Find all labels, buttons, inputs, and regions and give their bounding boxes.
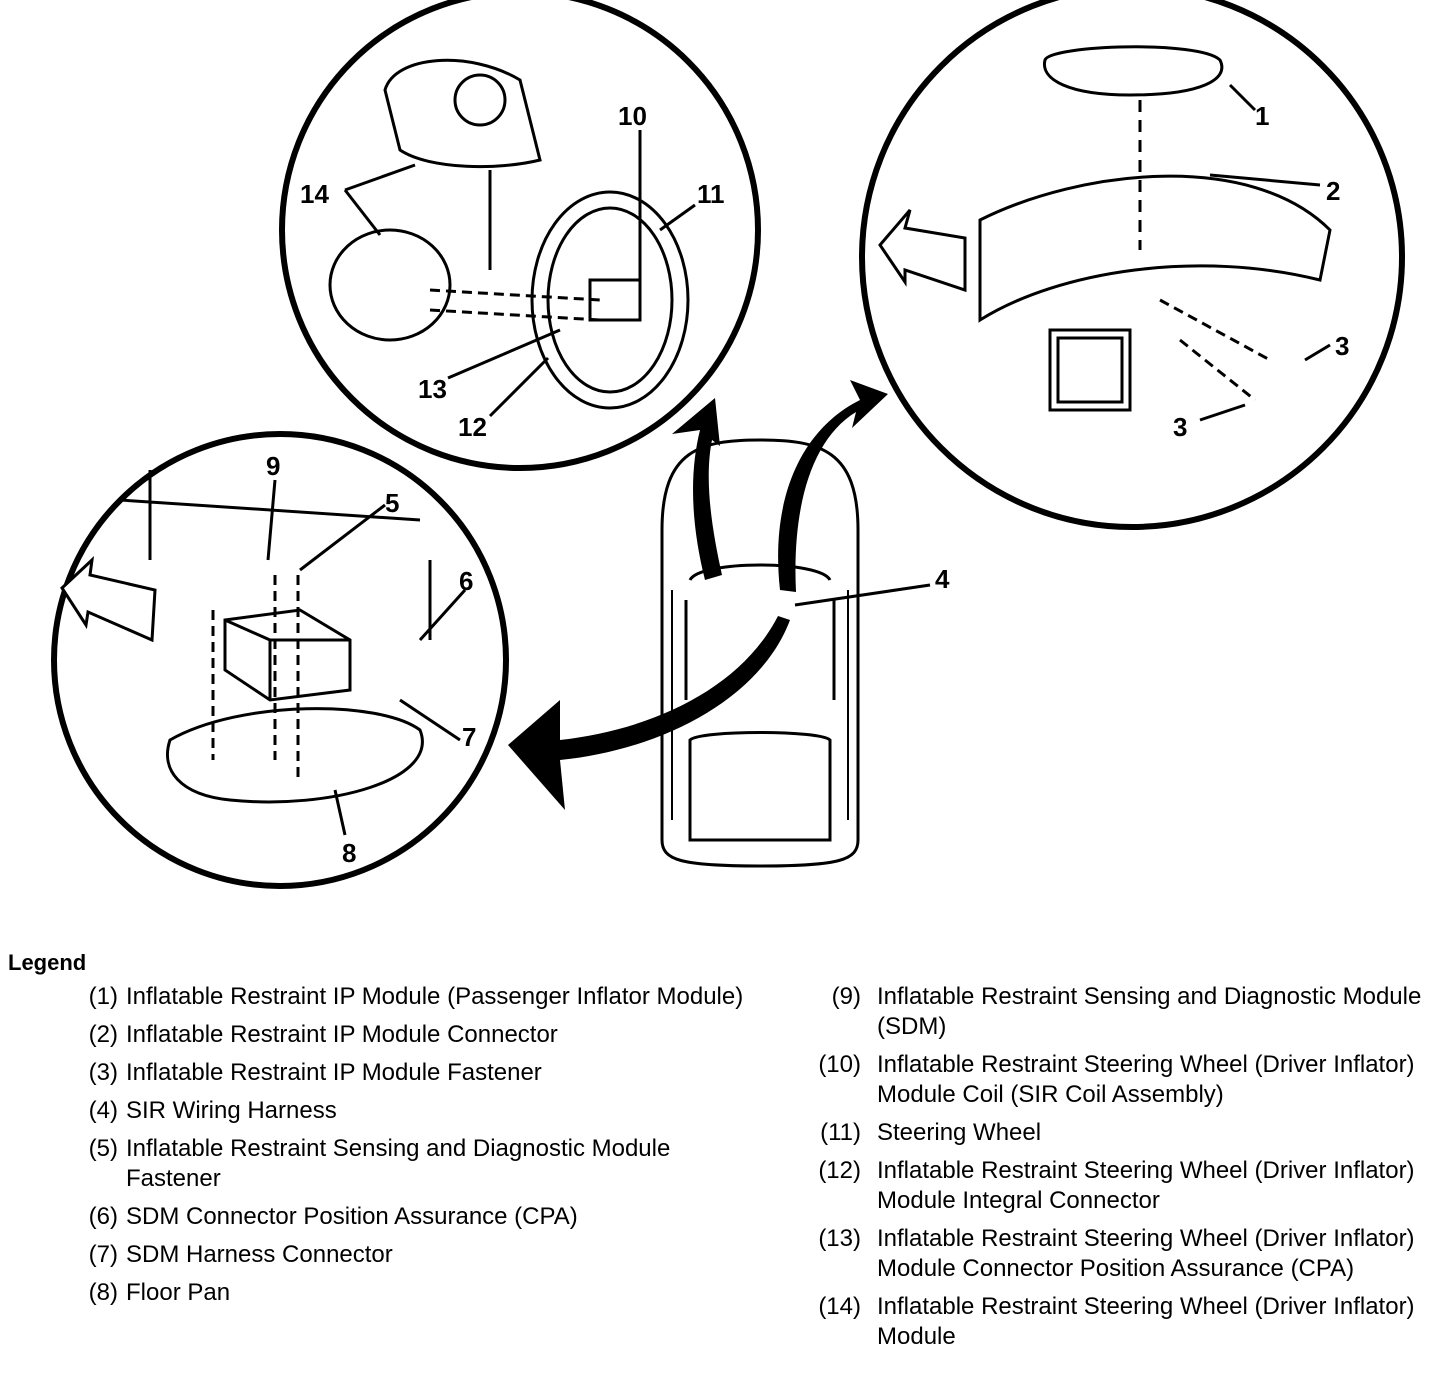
steering-detail: 10 11 14 13 12 bbox=[279, 0, 761, 471]
legend-num: (5) bbox=[88, 1135, 118, 1162]
leader-4 bbox=[794, 583, 931, 607]
legend-text: Steering Wheel bbox=[877, 1119, 1042, 1146]
legend-item: (2) Inflatable Restraint IP Module Connec… bbox=[60, 1020, 760, 1050]
legend-num: (2) bbox=[88, 1021, 118, 1048]
arrows bbox=[508, 380, 888, 810]
callout-7: 7 bbox=[462, 722, 476, 752]
legend-text: Inflatable Restraint Steering Wheel (Dri… bbox=[877, 1225, 1415, 1282]
callout-10: 10 bbox=[618, 101, 647, 131]
callout-4: 4 bbox=[935, 564, 950, 594]
legend-item: (1) Inflatable Restraint IP Module (Passe… bbox=[60, 982, 760, 1012]
legend-num: (8) bbox=[88, 1279, 118, 1306]
legend-text: Floor Pan bbox=[126, 1279, 231, 1306]
arrow-to-steering bbox=[672, 398, 722, 580]
callout-8: 8 bbox=[342, 838, 356, 868]
legend-left-column: (1) Inflatable Restraint IP Module (Passe… bbox=[60, 982, 760, 1316]
legend-item: (4) SIR Wiring Harness bbox=[60, 1096, 760, 1126]
legend-num: (4) bbox=[88, 1097, 118, 1124]
legend-item: (6) SDM Connector Position Assurance (CPA… bbox=[60, 1202, 760, 1232]
legend-num: (12) bbox=[818, 1157, 861, 1184]
callout-2: 2 bbox=[1326, 176, 1340, 206]
legend-item: (5) Inflatable Restraint Sensing and Diag… bbox=[60, 1134, 760, 1194]
callout-13: 13 bbox=[418, 374, 447, 404]
legend-text: SDM Harness Connector bbox=[126, 1241, 393, 1268]
dash-detail: 1 2 3 3 bbox=[859, 0, 1405, 530]
callout-6: 6 bbox=[459, 566, 473, 596]
legend-text: SDM Connector Position Assurance (CPA) bbox=[126, 1203, 578, 1230]
forward-arrow-floor bbox=[60, 556, 157, 643]
legend-item: (7) SDM Harness Connector bbox=[60, 1240, 760, 1270]
legend-text: Inflatable Restraint Sensing and Diagnos… bbox=[126, 1135, 671, 1192]
legend-num: (3) bbox=[88, 1059, 118, 1086]
callout-14: 14 bbox=[300, 179, 329, 209]
legend-num: (13) bbox=[818, 1225, 861, 1252]
legend-item: (13) Inflatable Restraint Steering Wheel … bbox=[805, 1224, 1435, 1284]
floor-detail: 9 5 6 7 8 bbox=[51, 431, 509, 889]
legend-num: (6) bbox=[88, 1203, 118, 1230]
callout-3a: 3 bbox=[1335, 331, 1349, 361]
callout-9: 9 bbox=[266, 451, 280, 481]
legend-item: (11) Steering Wheel bbox=[805, 1118, 1435, 1148]
legend-text: Inflatable Restraint IP Module Connector bbox=[126, 1021, 558, 1048]
legend-right-column: (9) Inflatable Restraint Sensing and Diag… bbox=[805, 982, 1435, 1360]
legend-text: Inflatable Restraint Steering Wheel (Dri… bbox=[877, 1157, 1415, 1214]
callout-1: 1 bbox=[1255, 101, 1269, 131]
arrow-to-floor bbox=[508, 616, 790, 810]
callout-11: 11 bbox=[697, 179, 725, 209]
legend-item: (9) Inflatable Restraint Sensing and Diag… bbox=[805, 982, 1435, 1042]
forward-arrow-dash bbox=[878, 209, 967, 293]
legend-num: (9) bbox=[831, 983, 861, 1010]
legend-text: SIR Wiring Harness bbox=[126, 1097, 337, 1124]
legend-num: (14) bbox=[818, 1293, 861, 1320]
legend-text: Inflatable Restraint Steering Wheel (Dri… bbox=[877, 1293, 1415, 1350]
legend-item: (3) Inflatable Restraint IP Module Fasten… bbox=[60, 1058, 760, 1088]
legend-text: Inflatable Restraint IP Module (Passenge… bbox=[126, 983, 744, 1010]
callout-3b: 3 bbox=[1173, 412, 1187, 442]
legend-text: Inflatable Restraint IP Module Fastener bbox=[126, 1059, 542, 1086]
legend-text: Inflatable Restraint Sensing and Diagnos… bbox=[877, 983, 1422, 1040]
legend-title: Legend bbox=[8, 950, 87, 975]
legend-item: (12) Inflatable Restraint Steering Wheel … bbox=[805, 1156, 1435, 1216]
airbag-system-diagram: 10 11 14 13 12 1 2 3 3 bbox=[51, 0, 1405, 889]
legend-item: (8) Floor Pan bbox=[60, 1278, 760, 1308]
legend-item: (10) Inflatable Restraint Steering Wheel … bbox=[805, 1050, 1435, 1110]
legend-item: (14) Inflatable Restraint Steering Wheel … bbox=[805, 1292, 1435, 1352]
callout-5: 5 bbox=[385, 488, 399, 518]
legend-num: (1) bbox=[88, 983, 118, 1010]
legend-num: (10) bbox=[818, 1051, 861, 1078]
arrow-to-dash bbox=[778, 380, 888, 592]
legend-text: Inflatable Restraint Steering Wheel (Dri… bbox=[877, 1051, 1415, 1108]
callout-12: 12 bbox=[458, 412, 487, 442]
legend-num: (7) bbox=[88, 1241, 118, 1268]
legend-num: (11) bbox=[820, 1119, 861, 1146]
